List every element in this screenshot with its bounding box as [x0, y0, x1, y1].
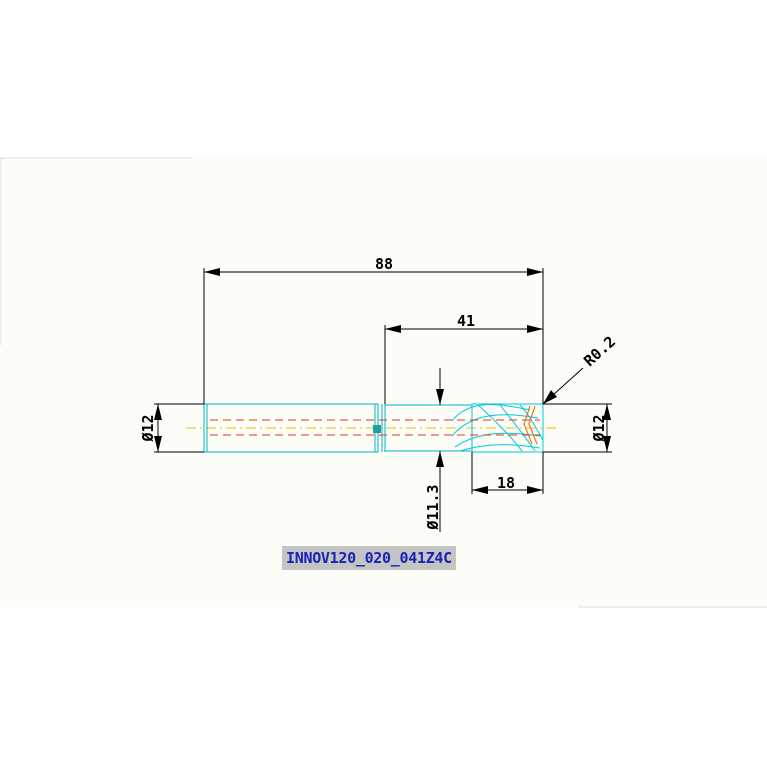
shank-diameter-dimension: [154, 403, 204, 453]
corner-radius-leader: [542, 367, 584, 405]
cutter-diameter-dimension: [543, 403, 612, 453]
part-number-label: INNOV120_020_041Z4C: [282, 546, 456, 570]
flute-length-dimension: [471, 452, 544, 494]
chamfer-marker: [373, 425, 381, 433]
hidden-lines: [210, 419, 540, 436]
cutting-length-dimension: [384, 325, 543, 404]
sheet-background: [0, 157, 767, 607]
cutter-diameter-label: Ø12: [590, 414, 608, 442]
neck-diameter-label: Ø11.3: [424, 484, 442, 530]
flute-length-label: 18: [497, 474, 515, 492]
cutting-length-label: 41: [457, 312, 475, 330]
shank-diameter-label: Ø12: [139, 414, 157, 442]
overall-length-dimension: [203, 268, 544, 404]
neck: [385, 404, 472, 452]
cutting-edge: [523, 405, 538, 445]
flute-section: [451, 403, 544, 453]
neck-diameter-dimension: [436, 368, 444, 532]
overall-length-label: 88: [375, 255, 393, 273]
